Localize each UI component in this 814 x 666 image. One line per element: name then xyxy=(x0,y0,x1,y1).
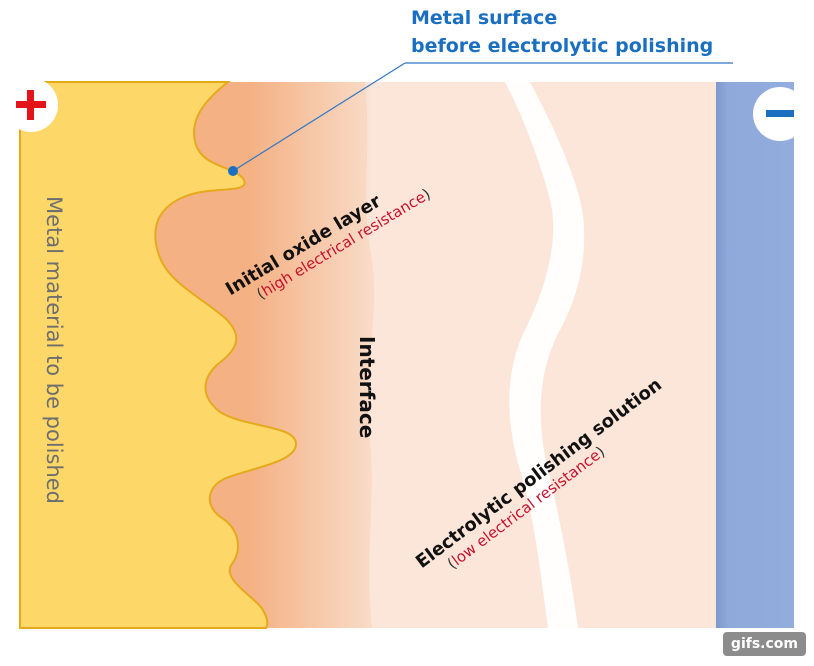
cathode-plate xyxy=(716,82,794,628)
callout-dot xyxy=(228,166,238,176)
watermark-badge: gifs.com xyxy=(722,632,806,656)
callout-title-line2: before electrolytic polishing xyxy=(411,35,714,57)
minus-sign-icon xyxy=(766,110,794,117)
plus-sign-icon-vertical xyxy=(27,90,34,120)
metal-label: Metal material to be polished xyxy=(42,196,66,505)
solution-streak xyxy=(505,82,585,628)
metal-region xyxy=(19,81,298,629)
callout-title-line1: Metal surface xyxy=(411,7,558,29)
interface-label: Interface xyxy=(355,336,379,439)
callout-leader xyxy=(232,62,406,172)
